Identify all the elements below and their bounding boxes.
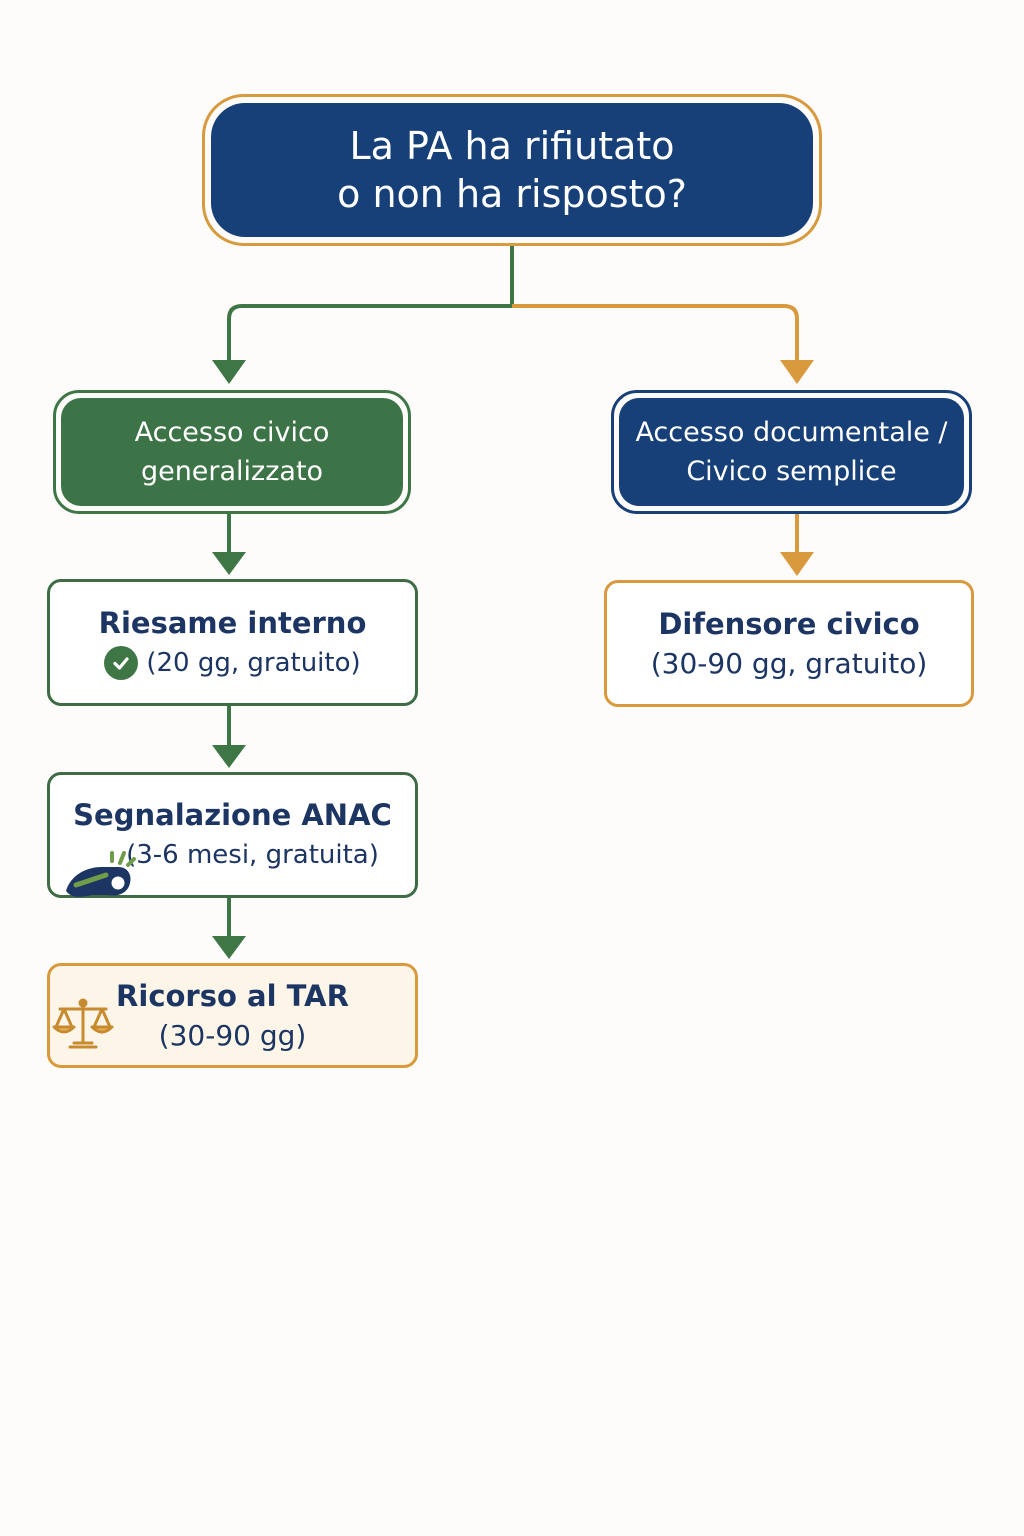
branch-accesso-civico-generalizzato: Accesso civico generalizzato <box>53 390 411 514</box>
branch-right-box: Accesso documentale / Civico semplice <box>619 398 964 506</box>
arrow-head-tar <box>212 936 246 959</box>
anac-title: Segnalazione ANAC <box>73 798 392 832</box>
arrow-head-anac <box>212 745 246 768</box>
branch-left-box: Accesso civico generalizzato <box>61 398 403 506</box>
whistle-icon <box>66 851 136 897</box>
difensore-title: Difensore civico <box>658 606 920 641</box>
root-question-line2: o non ha risposto? <box>337 172 687 216</box>
step-ricorso-tar: Ricorso al TAR (30-90 gg) <box>47 963 418 1068</box>
branch-right-line1: Accesso documentale / <box>635 417 948 448</box>
tar-detail-row: (30-90 gg) <box>159 1016 307 1056</box>
branch-right-line2: Civico semplice <box>686 456 897 487</box>
connector-to-right-branch <box>512 304 799 362</box>
riesame-detail-row: (20 gg, gratuito) <box>104 643 361 683</box>
tar-title: Ricorso al TAR <box>116 978 349 1013</box>
difensore-detail: (30-90 gg, gratuito) <box>650 646 928 680</box>
arrow-head-right-branch <box>780 360 814 384</box>
connector-to-left-branch <box>227 304 512 362</box>
anac-detail: (3-6 mesi, gratuita) <box>126 840 379 870</box>
tar-detail: (30-90 gg) <box>158 1018 307 1052</box>
step-difensore-civico: Difensore civico (30-90 gg, gratuito) <box>604 580 974 707</box>
step-riesame-interno: Riesame interno (20 gg, gratuito) <box>47 579 418 706</box>
arrow-head-left-branch <box>212 360 246 384</box>
arrow-head-difensore <box>780 552 814 576</box>
riesame-title: Riesame interno <box>98 605 367 640</box>
riesame-detail: (20 gg, gratuito) <box>146 647 361 678</box>
root-question-node: La PA ha rifiutato o non ha risposto? <box>202 94 822 246</box>
root-question-box: La PA ha rifiutato o non ha risposto? <box>211 103 813 237</box>
root-question-line1: La PA ha rifiutato <box>349 124 675 168</box>
anac-detail-row: (3-6 mesi, gratuita) <box>86 835 379 875</box>
branch-accesso-documentale: Accesso documentale / Civico semplice <box>611 390 972 514</box>
difensore-detail-row: (30-90 gg, gratuito) <box>651 644 928 684</box>
scales-icon <box>52 998 114 1049</box>
branch-left-line2: generalizzato <box>140 456 324 487</box>
check-circle-icon <box>104 645 139 680</box>
branch-left-line1: Accesso civico <box>134 417 330 448</box>
arrow-head-riesame <box>212 552 246 575</box>
